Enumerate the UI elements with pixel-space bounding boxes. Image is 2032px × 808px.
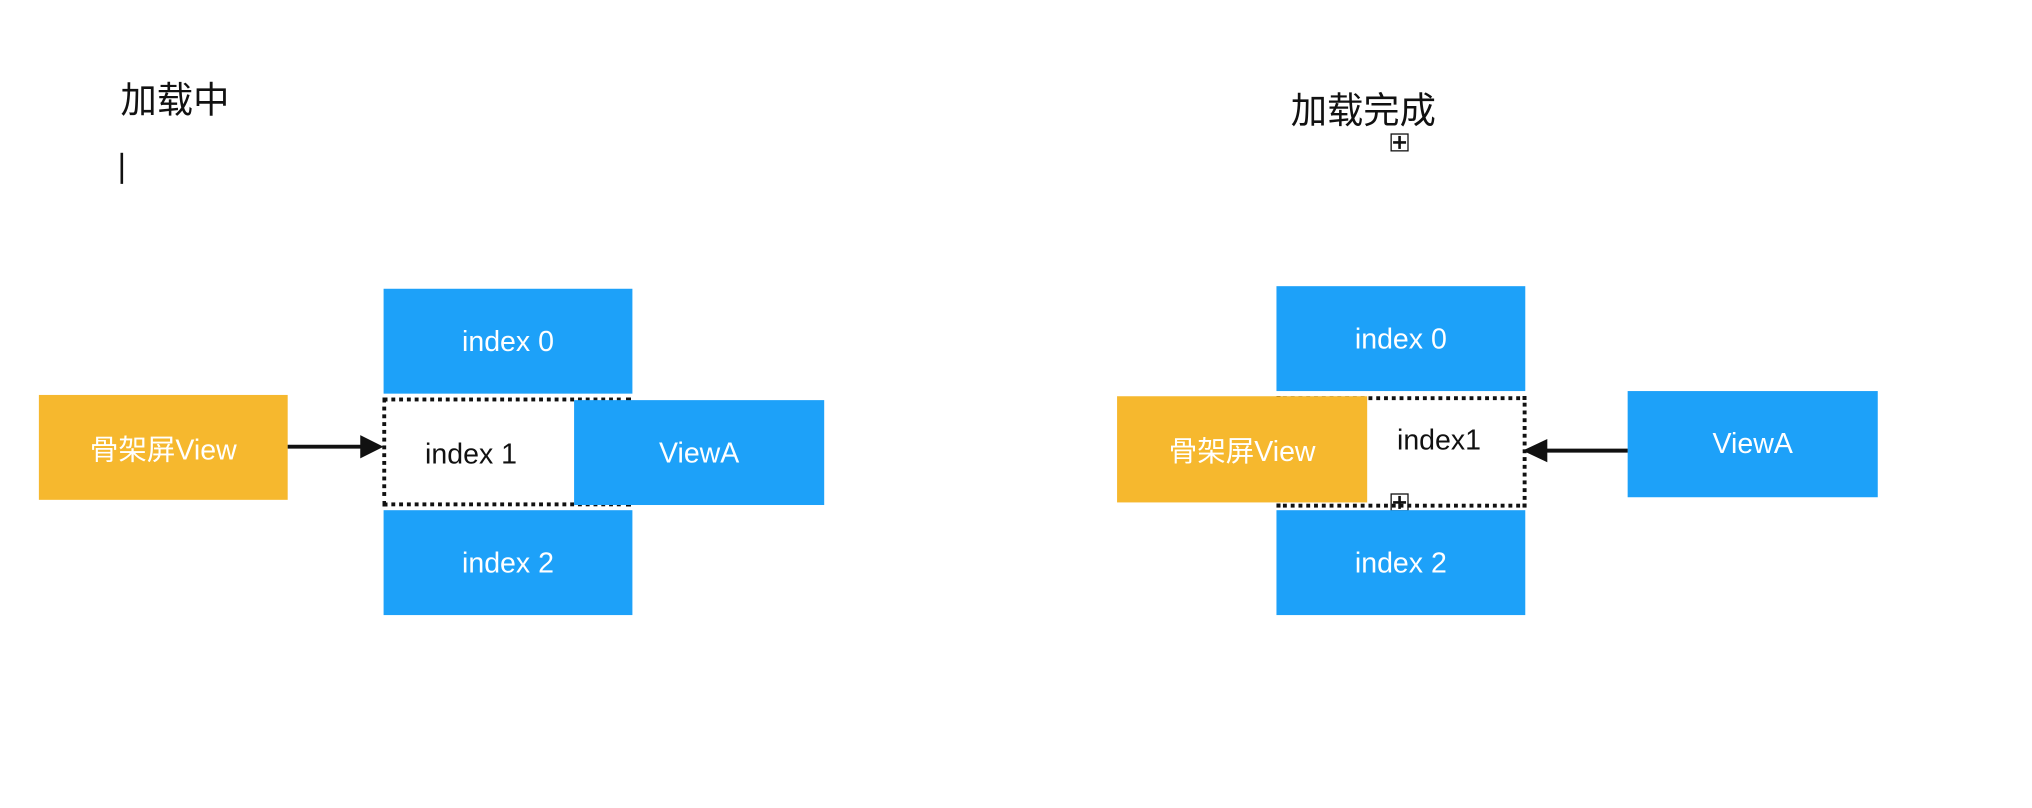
left-index0-box: index 0: [383, 288, 633, 394]
right-index1-label: index1: [1396, 423, 1482, 456]
left-index2-box: index 2: [383, 510, 633, 616]
right-title: 加载完成: [1290, 89, 1436, 133]
left-viewa-label: ViewA: [658, 435, 740, 469]
text-cursor-icon: [120, 152, 123, 184]
right-viewa-box: ViewA: [1627, 391, 1878, 498]
left-index0-label: index 0: [462, 324, 554, 357]
right-skeleton-box: 骨架屏View: [1117, 396, 1368, 503]
right-index0-box: index 0: [1276, 286, 1526, 392]
arrow-left-icon: [1522, 438, 1628, 463]
right-index2-box: index 2: [1276, 510, 1526, 616]
plus-box-icon: [1390, 133, 1409, 152]
right-index0-label: index 0: [1354, 321, 1447, 355]
left-title: 加载中: [120, 78, 230, 122]
right-skeleton-label: 骨架屏View: [1168, 435, 1316, 468]
right-viewa-label: ViewA: [1712, 427, 1793, 460]
left-index1-label: index 1: [425, 437, 518, 471]
arrow-right-icon: [287, 435, 384, 459]
left-viewa-box: ViewA: [574, 400, 825, 506]
left-skeleton-label: 骨架屏View: [89, 433, 237, 466]
left-index2-label: index 2: [462, 545, 554, 579]
left-skeleton-box: 骨架屏View: [38, 394, 288, 500]
right-index2-label: index 2: [1354, 545, 1447, 579]
